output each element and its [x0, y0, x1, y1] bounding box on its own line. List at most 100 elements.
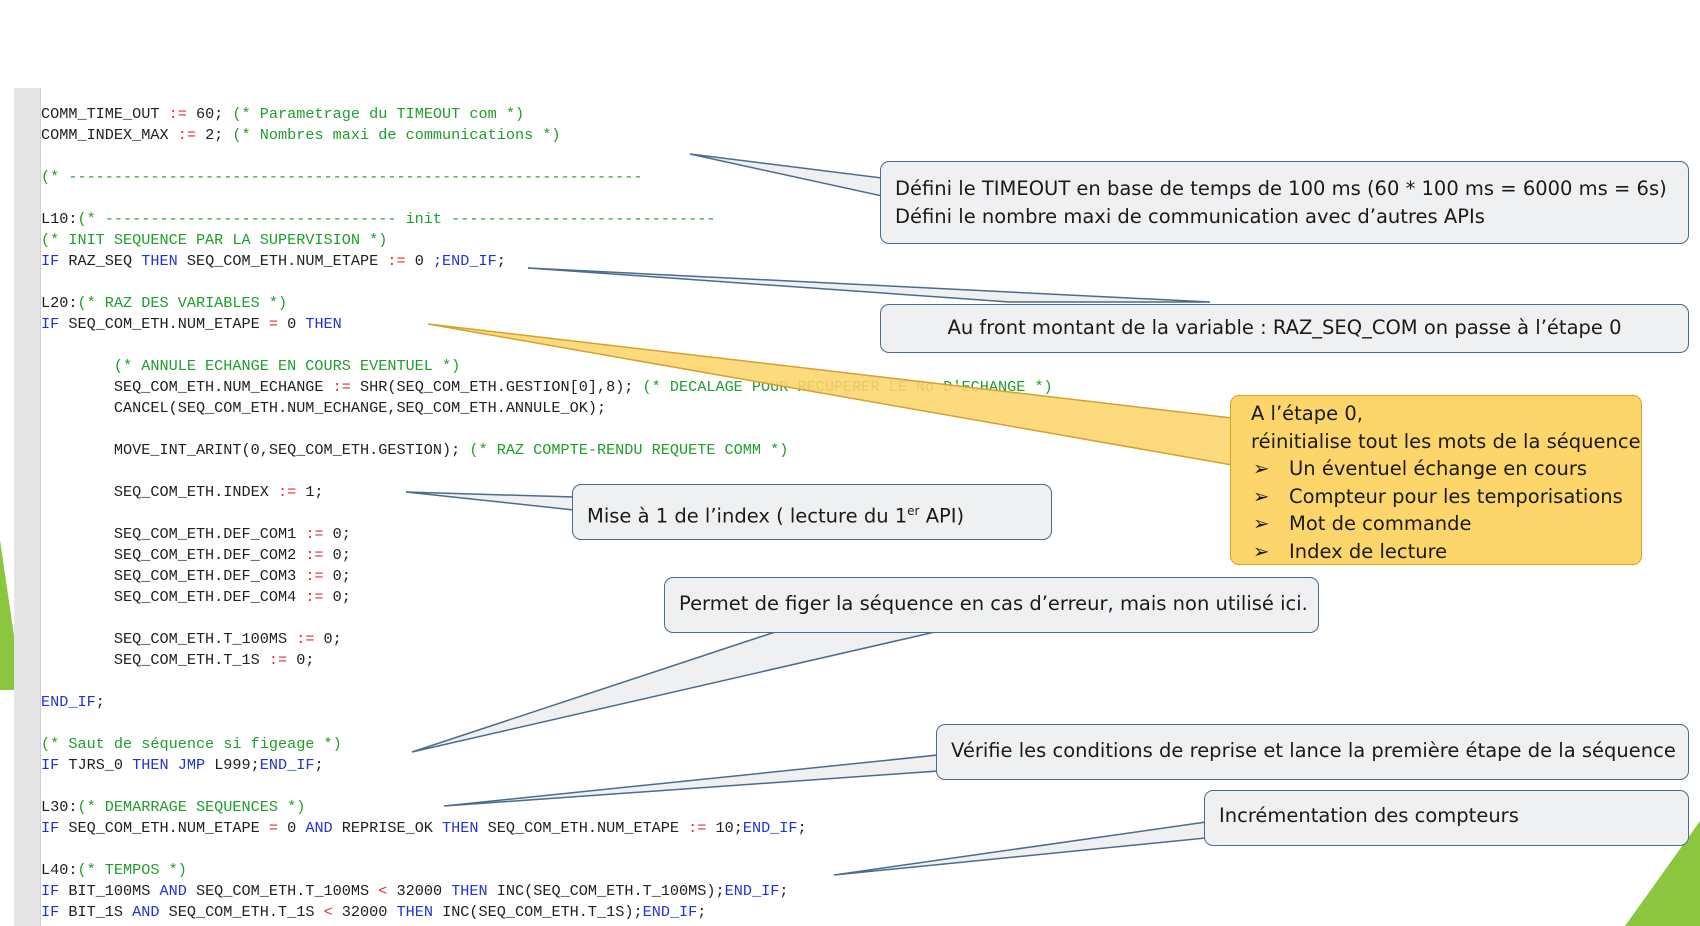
code-line: SEQ_COM_ETH.INDEX := 1;: [41, 482, 1053, 503]
code-token: INC(SEQ_COM_ETH.T_100MS);: [487, 882, 725, 900]
callout-etape0-bullet: ➢Index de lecture: [1251, 538, 1621, 566]
code-token: SEQ_COM_ETH.T_100MS: [186, 882, 379, 900]
callout-figer-text: Permet de figer la séquence en cas d’err…: [679, 592, 1308, 615]
code-token: 0;: [323, 525, 351, 543]
code-token: :=: [688, 819, 707, 837]
pointer-reprise: [443, 754, 939, 807]
code-token: :=: [305, 546, 324, 564]
code-token: SEQ_COM_ETH.T_100MS: [41, 630, 297, 648]
code-line: SEQ_COM_ETH.DEF_COM3 := 0;: [41, 566, 1053, 587]
code-token: 32000: [332, 903, 397, 921]
code-token: (* RAZ COMPTE-RENDU REQUETE COMM *): [469, 441, 789, 459]
code-token: IF: [41, 903, 60, 921]
code-line: SEQ_COM_ETH.DEF_COM2 := 0;: [41, 545, 1053, 566]
code-token: SEQ_COM_ETH.DEF_COM4: [41, 588, 306, 606]
callout-index-text: Mise à 1 de l’index ( lecture du 1: [587, 504, 908, 528]
code-token: :=: [305, 567, 324, 585]
code-token: END_IF: [41, 693, 96, 711]
code-token: REPRISE_OK: [332, 819, 443, 837]
code-token: (* ANNULE ECHANGE EN COURS EVENTUEL *): [41, 357, 461, 375]
code-token: SHR(SEQ_COM_ETH.GESTION[0],8);: [350, 378, 643, 396]
code-token: =: [268, 315, 278, 333]
code-token: L10:: [41, 210, 78, 228]
code-token: IF: [41, 252, 60, 270]
code-token: THEN: [141, 252, 178, 270]
code-token: 32000: [387, 882, 452, 900]
code-token: 0;: [314, 630, 342, 648]
code-token: :=: [268, 651, 288, 669]
code-token: 0;: [323, 588, 351, 606]
code-token: INC(SEQ_COM_ETH.T_1S);: [432, 903, 643, 921]
code-token: 1;: [296, 483, 324, 501]
pointer-timeout: [689, 153, 883, 197]
code-token: SEQ_COM_ETH.INDEX: [41, 483, 278, 501]
code-line: IF RAZ_SEQ THEN SEQ_COM_ETH.NUM_ETAPE :=…: [41, 251, 1053, 272]
code-token: END_IF: [724, 882, 780, 900]
code-line: MOVE_INT_ARINT(0,SEQ_COM_ETH.GESTION); (…: [41, 440, 1053, 461]
code-token: ;: [314, 756, 324, 774]
bullet-arrow-icon: ➢: [1253, 457, 1270, 480]
code-line: SEQ_COM_ETH.NUM_ECHANGE := SHR(SEQ_COM_E…: [41, 377, 1053, 398]
code-token: :=: [305, 588, 324, 606]
code-token: THEN: [442, 819, 479, 837]
code-token: ;: [697, 903, 707, 921]
code-line: COMM_TIME_OUT := 60; (* Parametrage du T…: [41, 104, 1053, 125]
pointer-figer: [411, 631, 936, 753]
code-line: CANCEL(SEQ_COM_ETH.NUM_ECHANGE,SEQ_COM_E…: [41, 398, 1053, 419]
code-token: (* INIT SEQUENCE PAR LA SUPERVISION *): [41, 231, 388, 249]
code-token: ;END_IF: [432, 252, 497, 270]
callout-etape0-bullet: ➢Un éventuel échange en cours: [1251, 455, 1621, 483]
pointer-front-montant: [527, 267, 1211, 303]
callout-etape0-bullet: ➢Mot de commande: [1251, 510, 1621, 538]
callout-etape0: A l’étape 0, réinitialise tout les mots …: [1230, 395, 1642, 565]
code-token: SEQ_COM_ETH.T_1S: [159, 903, 324, 921]
code-token: (* Parametrage du TIMEOUT com *): [232, 105, 525, 123]
code-token: :=: [305, 525, 324, 543]
code-token: MOVE_INT_ARINT(0,SEQ_COM_ETH.GESTION);: [41, 441, 470, 459]
code-token: IF: [41, 756, 60, 774]
code-token: BIT_100MS: [59, 882, 160, 900]
code-token: ;: [95, 693, 105, 711]
code-token: :=: [168, 105, 187, 123]
code-line: (* INIT SEQUENCE PAR LA SUPERVISION *): [41, 230, 1053, 251]
code-token: (* DEMARRAGE SEQUENCES *): [77, 798, 306, 816]
code-token: BIT_1S: [59, 903, 133, 921]
code-line: SEQ_COM_ETH.T_100MS := 0;: [41, 629, 1053, 650]
callout-index-superscript: er: [907, 504, 920, 518]
code-token: (* TEMPOS *): [77, 861, 187, 879]
code-token: SEQ_COM_ETH.NUM_ETAPE: [478, 819, 689, 837]
code-token: AND: [305, 819, 333, 837]
code-token: 10;: [706, 819, 743, 837]
code-token: :=: [296, 630, 315, 648]
code-token: ;: [797, 819, 807, 837]
code-line: L20:(* RAZ DES VARIABLES *): [41, 293, 1053, 314]
code-token: SEQ_COM_ETH.DEF_COM1: [41, 525, 306, 543]
structured-text-code: COMM_TIME_OUT := 60; (* Parametrage du T…: [41, 104, 1053, 923]
code-token: SEQ_COM_ETH.NUM_ETAPE: [59, 819, 269, 837]
code-token: ;: [496, 252, 506, 270]
code-line: L30:(* DEMARRAGE SEQUENCES *): [41, 797, 1053, 818]
code-token: THEN JMP: [132, 756, 206, 774]
code-token: IF: [41, 819, 60, 837]
callout-etape0-line2: réinitialise tout les mots de la séquenc…: [1251, 429, 1641, 453]
code-line: IF SEQ_COM_ETH.NUM_ETAPE = 0 THEN: [41, 314, 1053, 335]
code-token: COMM_INDEX_MAX: [41, 126, 178, 144]
pointer-index: [405, 491, 575, 511]
code-token: END_IF: [742, 819, 798, 837]
code-token: COMM_TIME_OUT: [41, 105, 169, 123]
code-token: SEQ_COM_ETH.DEF_COM3: [41, 567, 306, 585]
code-token: SEQ_COM_ETH.NUM_ETAPE: [177, 252, 388, 270]
code-line: IF BIT_100MS AND SEQ_COM_ETH.T_100MS < 3…: [41, 881, 1053, 902]
callout-figer: Permet de figer la séquence en cas d’err…: [664, 577, 1319, 633]
code-line: (* ANNULE ECHANGE EN COURS EVENTUEL *): [41, 356, 1053, 377]
slide-header-area: [0, 0, 1700, 88]
code-token: (* -------------------------------- init…: [77, 210, 716, 228]
code-token: :=: [277, 483, 297, 501]
code-token: SEQ_COM_ETH.T_1S: [41, 651, 269, 669]
callout-reprise: Vérifie les conditions de reprise et lan…: [936, 724, 1689, 780]
code-token: RAZ_SEQ: [59, 252, 142, 270]
code-token: L30:: [41, 798, 78, 816]
code-token: :=: [332, 378, 351, 396]
pointer-compteurs: [833, 821, 1207, 876]
